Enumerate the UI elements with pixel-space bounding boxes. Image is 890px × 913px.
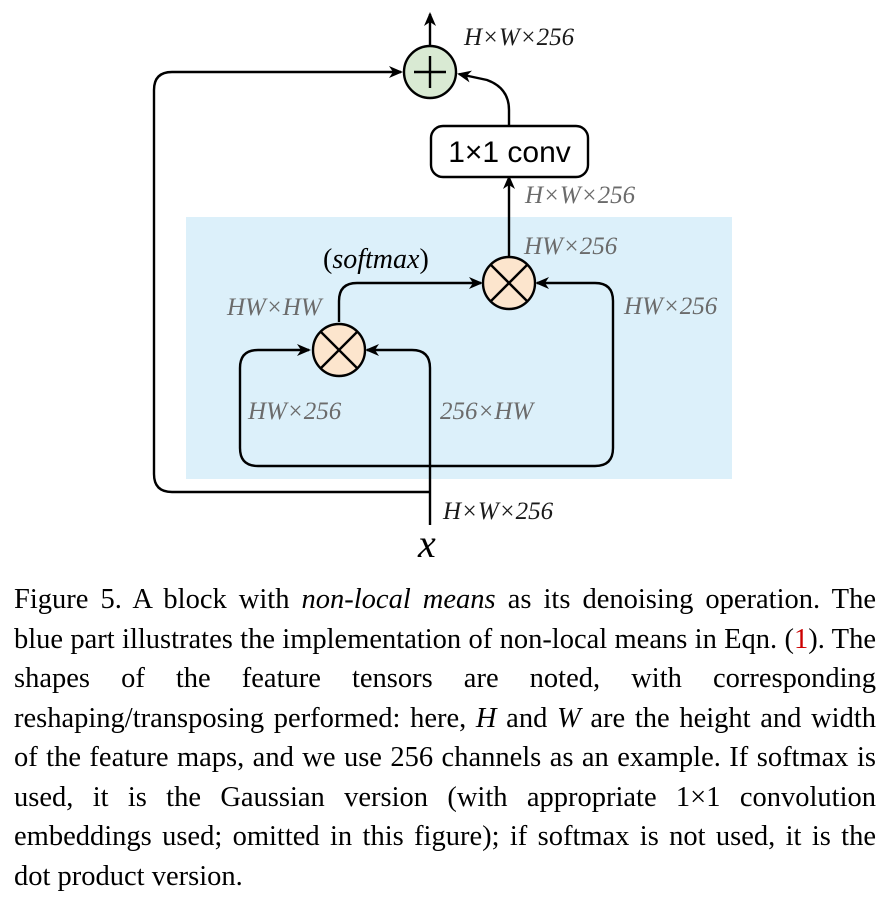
softmax-arrow — [337, 277, 483, 322]
second-multiply-node — [481, 255, 537, 311]
caption-emphasis: non-local means — [301, 584, 496, 615]
conv-to-add-arrow — [457, 70, 511, 126]
multiply-icon — [320, 331, 358, 369]
equation-reference-link[interactable]: 1 — [794, 623, 809, 655]
caption-lead: Figure 5. A block with — [14, 584, 302, 615]
caption-and: and — [496, 702, 557, 734]
input-shape-label: H×W×256 — [442, 498, 554, 525]
right-branch-shape-label: HW×256 — [623, 293, 718, 320]
add-node — [402, 44, 458, 100]
output-shape-label: H×W×256 — [463, 24, 575, 51]
mid-branch-shape-label: 256×HW — [440, 398, 535, 425]
second-mult-output-label: HW×256 — [523, 233, 618, 260]
add-icon — [414, 56, 446, 88]
input-line — [365, 344, 432, 525]
input-symbol: x — [417, 521, 436, 566]
attention-shape-label: HW×HW — [226, 294, 324, 321]
softmax-label: (softmax) — [323, 244, 429, 275]
caption-part3: are the height and width of the feature … — [14, 702, 876, 892]
non-local-means-region — [186, 217, 732, 479]
left-branch-shape-label: HW×256 — [247, 398, 342, 425]
caption-part2: ). The shapes of the feature tensors are… — [14, 623, 876, 734]
right-branch-arrow — [430, 277, 615, 468]
caption-var-h: H — [475, 702, 497, 734]
conv-1x1-box: 1×1 conv — [429, 124, 590, 179]
left-branch-arrow — [238, 344, 430, 468]
conv-input-shape-label: H×W×256 — [524, 182, 636, 209]
first-multiply-node — [311, 322, 367, 378]
multiply-icon — [490, 264, 528, 302]
conv-label: 1×1 conv — [448, 136, 571, 169]
figure-caption: Figure 5. A block with non-local means a… — [14, 580, 876, 896]
non-local-block-diagram: 1×1 conv H×W×256 H×W×256 HW×256 HW×HW HW… — [152, 12, 732, 566]
caption-part1: as its denoising operation. The blue par… — [14, 584, 876, 655]
caption-var-w: W — [556, 702, 581, 734]
skip-connection-arrow — [152, 66, 430, 494]
